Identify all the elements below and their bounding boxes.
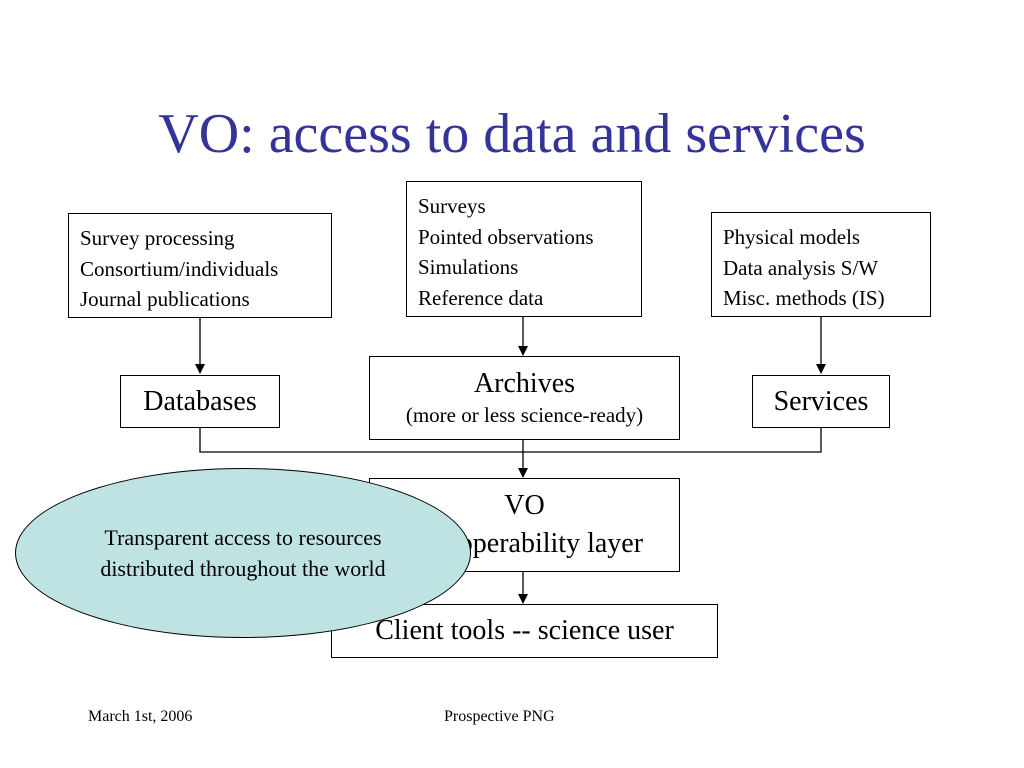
- client-tools-box: Client tools -- science user: [331, 604, 718, 658]
- archives-sublabel: (more or less science-ready): [405, 403, 644, 427]
- right-source-line: Data analysis S/W: [723, 255, 879, 280]
- databases-box: Databases: [120, 375, 280, 428]
- middle-source-line: Surveys: [418, 194, 486, 218]
- footer-date: March 1st, 2006: [88, 708, 193, 725]
- callout-oval: Transparent access to resources distribu…: [15, 468, 471, 638]
- middle-source-line: Reference data: [418, 285, 544, 310]
- middle-source-line: Simulations: [418, 255, 519, 279]
- left-source-line: Journal publications: [80, 287, 250, 311]
- footer-center: Prospective PNG: [444, 708, 555, 725]
- right-source-box: Physical models Data analysis S/W Misc. …: [711, 212, 931, 317]
- slide-title: VO: access to data and services: [158, 103, 866, 165]
- middle-source-line: Pointed observations: [418, 224, 594, 249]
- archives-label: Archives: [473, 368, 576, 399]
- left-source-box: Survey processing Consortium/individuals…: [68, 213, 332, 318]
- callout-line: Transparent access to resources: [104, 525, 382, 550]
- right-source-line: Physical models: [723, 225, 861, 249]
- left-source-line: Consortium/individuals: [80, 256, 279, 281]
- databases-label: Databases: [143, 386, 257, 417]
- right-source-line: Misc. methods (IS): [723, 286, 885, 310]
- callout-line: distributed throughout the world: [100, 556, 386, 581]
- services-box: Services: [752, 375, 890, 428]
- vo-label: VO: [504, 490, 545, 521]
- left-source-line: Survey processing: [80, 226, 235, 250]
- archives-box: Archives (more or less science-ready): [369, 356, 680, 440]
- middle-source-box: Surveys Pointed observations Simulations…: [406, 181, 642, 317]
- services-label: Services: [773, 386, 869, 417]
- client-tools-label: Client tools -- science user: [375, 615, 674, 646]
- merge-line: [199, 428, 822, 453]
